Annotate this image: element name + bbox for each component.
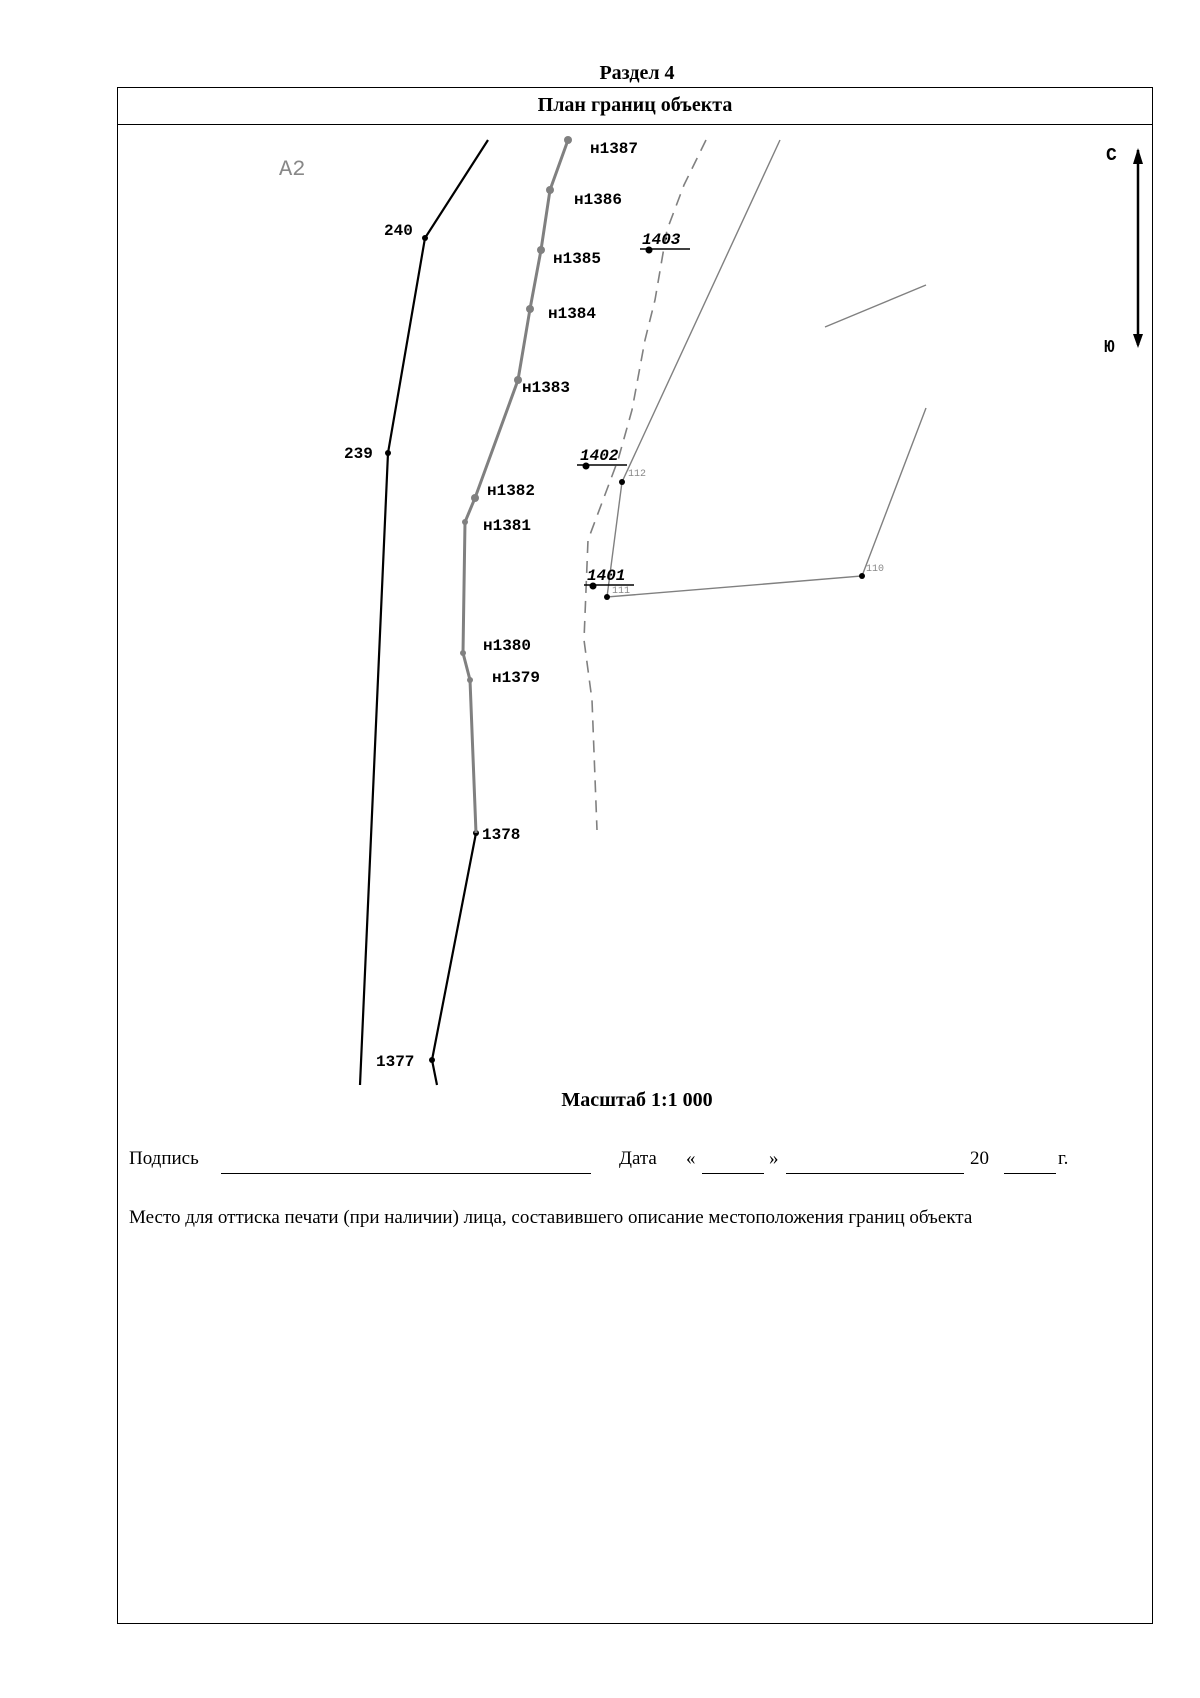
- label-n1383: н1383: [522, 379, 570, 397]
- date-year-line: [1004, 1173, 1056, 1174]
- label-110: 110: [866, 564, 884, 575]
- signature-label: Подпись: [129, 1148, 199, 1169]
- label-n1386: н1386: [574, 191, 622, 209]
- label-1401-group: 1401: [584, 567, 634, 590]
- point-240-marker: [422, 235, 428, 241]
- sheet-label: А2: [279, 157, 305, 182]
- object-boundary-line: [461, 139, 570, 834]
- label-n1381: н1381: [483, 517, 531, 535]
- signature-row: Подпись Дата « » 20 г.: [129, 1148, 1149, 1178]
- label-n1385: н1385: [553, 250, 601, 268]
- section-title: Раздел 4: [599, 62, 675, 84]
- date-label: Дата: [619, 1148, 657, 1169]
- scale-label: Масштаб 1:1 000: [561, 1089, 713, 1111]
- adjacent-boundary-outer: [358, 139, 489, 1086]
- date-year-suffix: г.: [1058, 1148, 1069, 1169]
- compass-south-label: Ю: [1104, 338, 1115, 358]
- label-239: 239: [344, 445, 373, 463]
- object-boundary-markers: [460, 136, 572, 683]
- label-111: 111: [612, 586, 630, 597]
- signature-line: [221, 1173, 591, 1174]
- label-n1379: н1379: [492, 669, 540, 687]
- date-quote-close: »: [769, 1148, 779, 1169]
- date-century: 20: [970, 1148, 989, 1169]
- label-n1384: н1384: [548, 305, 596, 323]
- label-1403-group: 1403: [640, 231, 690, 254]
- plan-title: План границ объекта: [117, 87, 1153, 125]
- label-n1380: н1380: [483, 637, 531, 655]
- label-1403: 1403: [642, 231, 681, 249]
- label-240: 240: [384, 222, 413, 240]
- label-1377: 1377: [376, 1053, 414, 1071]
- date-day-line: [702, 1173, 764, 1174]
- label-112: 112: [628, 469, 646, 480]
- compass-north-label: С: [1106, 146, 1117, 166]
- label-n1387: н1387: [590, 140, 638, 158]
- neighboring-parcel-markers: [604, 479, 865, 600]
- label-1402-group: 1402: [577, 447, 627, 470]
- dashed-reference-line: [583, 139, 707, 831]
- label-1378: 1378: [482, 826, 520, 844]
- compass: С Ю: [1104, 146, 1143, 358]
- plan-frame: [117, 87, 1153, 1624]
- seal-note: Место для оттиска печати (при наличии) л…: [129, 1207, 973, 1228]
- neighboring-parcel-lines: [606, 139, 927, 598]
- label-n1382: н1382: [487, 482, 535, 500]
- point-1377-marker: [429, 1057, 435, 1063]
- label-1402: 1402: [580, 447, 619, 465]
- label-1401: 1401: [587, 567, 625, 585]
- point-239-marker: [385, 450, 391, 456]
- boundary-plan-map: А2 С Ю 112 111 110: [279, 136, 1143, 1086]
- date-month-line: [786, 1173, 964, 1174]
- boundary-segment-1377-1378: [430, 832, 478, 1086]
- date-quote-open: «: [686, 1148, 696, 1169]
